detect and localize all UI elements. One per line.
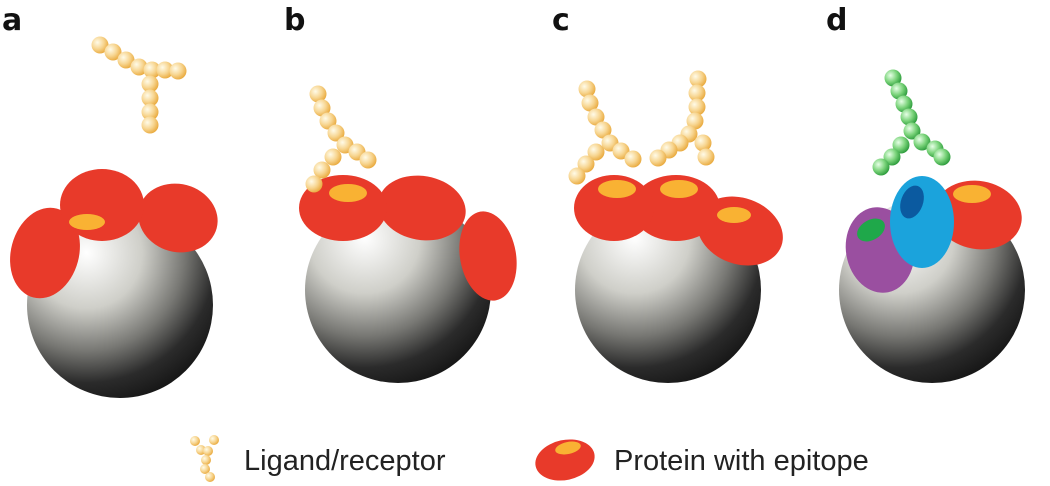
ligand-bead [587, 108, 605, 126]
ligand-bead [205, 472, 215, 482]
ligand-bead [883, 148, 901, 166]
epitope-c-middle [660, 180, 698, 198]
ligand-bead [581, 94, 599, 112]
ligand-bead [895, 95, 913, 113]
epitope-d-blue [900, 185, 924, 219]
panel-c [568, 70, 783, 383]
legend-epitope-icon [555, 441, 581, 455]
panel-label-a: a [2, 3, 22, 38]
ligand-bead [612, 142, 630, 160]
panel-a [10, 36, 218, 398]
ligand-bead [587, 143, 605, 161]
ligand-bead [141, 103, 159, 121]
ligand-bead [201, 455, 211, 465]
ligand-bead [890, 82, 908, 100]
ligand-bead [903, 122, 921, 140]
protein-a-left [10, 207, 80, 299]
ligand-bead [169, 62, 187, 80]
ligand-bead [594, 121, 612, 139]
ligand-bead [313, 99, 331, 117]
ligand-bead [327, 124, 345, 142]
ligand-bead [313, 161, 331, 179]
ligand-bead [689, 70, 707, 88]
ligand-bead [117, 51, 135, 69]
epitope-a [69, 214, 105, 230]
legend-protein-label: Protein with epitope [614, 445, 869, 477]
epitope-c-left [598, 180, 636, 198]
ligand-bead [688, 84, 706, 102]
ligand-c-right [649, 70, 715, 167]
protein-c-middle [632, 175, 720, 241]
ligand-bead [892, 136, 910, 154]
ligand-bead [91, 36, 109, 54]
ligand-bead [104, 43, 122, 61]
protein-a-middle [60, 169, 144, 241]
ligand-bead [319, 112, 337, 130]
ligand-bead [872, 158, 890, 176]
ligand-a [91, 36, 187, 134]
ligand-bead [577, 155, 595, 173]
ligand-bead [324, 148, 342, 166]
legend: Ligand/receptor Protein with epitope [190, 435, 869, 482]
ligand-bead [141, 75, 159, 93]
ligand-bead [697, 148, 715, 166]
ligand-bead [130, 58, 148, 76]
panel-d [839, 69, 1025, 383]
legend-ligand-icon [190, 435, 219, 482]
epitope-c-right [717, 207, 751, 223]
ligand-bead [305, 175, 323, 193]
ligand-d [872, 69, 951, 176]
ligand-bead [143, 61, 161, 79]
ligand-bead [933, 148, 951, 166]
legend-ligand-label: Ligand/receptor [244, 445, 446, 477]
ligand-bead [156, 61, 174, 79]
ligand-bead [141, 89, 159, 107]
ligand-bead [578, 80, 596, 98]
panel-label-b: b [284, 3, 305, 38]
ligand-b [305, 85, 377, 193]
ligand-bead [913, 133, 931, 151]
protein-a-right [138, 183, 218, 253]
epitope-b [329, 184, 367, 202]
ligand-bead [203, 446, 213, 456]
ligand-bead [649, 149, 667, 167]
panel-label-d: d [826, 3, 847, 38]
ligand-bead [688, 98, 706, 116]
ligand-bead [309, 85, 327, 103]
ligand-bead [200, 464, 210, 474]
ligand-bead [686, 112, 704, 130]
ligand-bead [190, 436, 200, 446]
protein-b-middle [378, 175, 466, 241]
panel-label-c: c [552, 3, 570, 38]
ligand-c-left [568, 80, 642, 185]
epitope-d-green [857, 218, 885, 242]
ligand-bead [884, 69, 902, 87]
ligand-bead [209, 435, 219, 445]
panel-b [299, 85, 517, 383]
ligand-bead [568, 167, 586, 185]
ligand-bead [359, 151, 377, 169]
legend-protein-icon [535, 439, 595, 481]
ligand-bead [141, 116, 159, 134]
ligand-bead [624, 150, 642, 168]
ligand-bead [900, 108, 918, 126]
bead-sphere-b [305, 197, 491, 383]
epitope-d-red [953, 185, 991, 203]
protein-b-right [459, 211, 517, 301]
ligand-bead [694, 134, 712, 152]
